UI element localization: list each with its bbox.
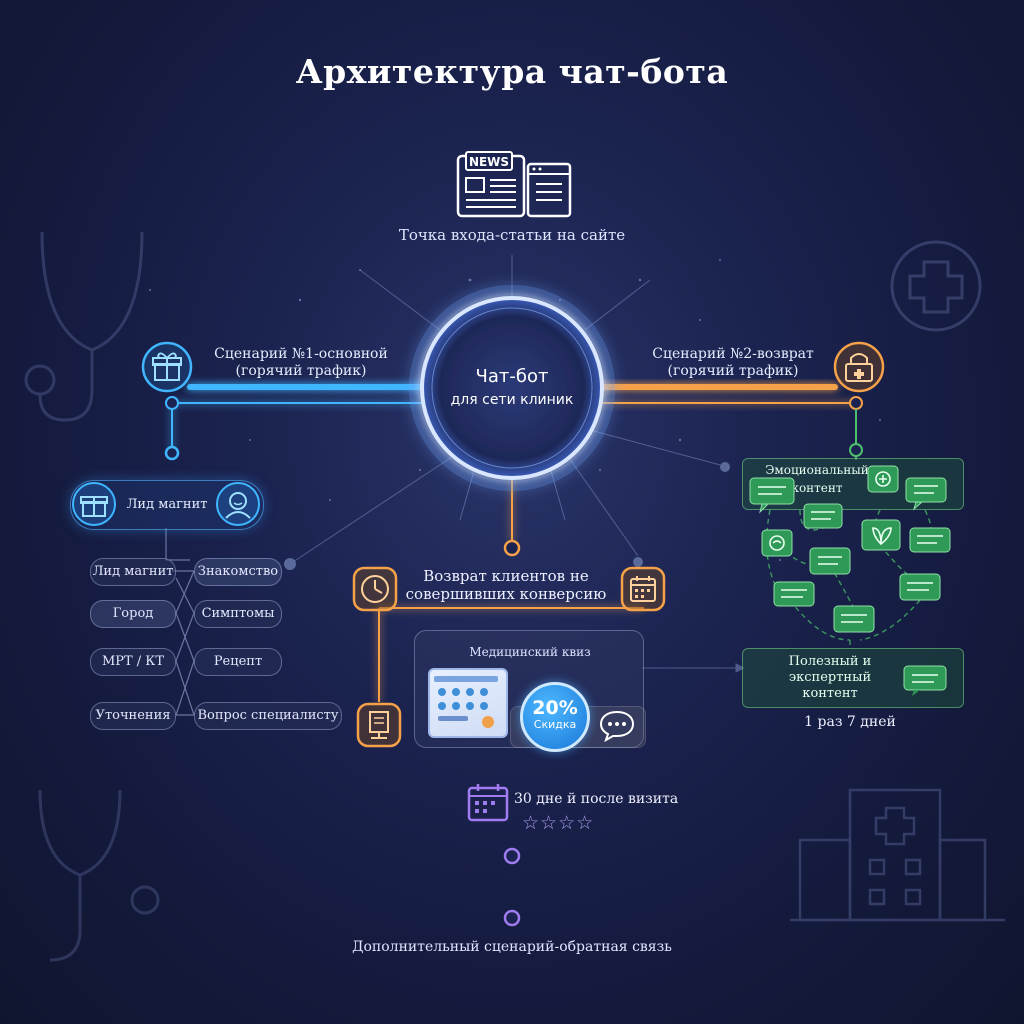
- lead-magnet-label: Лид магнит: [112, 497, 222, 512]
- feedback-calendar-icon: [466, 782, 512, 824]
- stethoscope-icon-top-left: [26, 232, 142, 420]
- frequency-label: 1 раз 7 дней: [780, 714, 920, 730]
- medical-bag-icon: [832, 340, 886, 394]
- scenario2-line2: (горячий трафик): [628, 363, 838, 380]
- message-icon: [750, 478, 794, 512]
- useful-line2: экспертный: [770, 670, 890, 686]
- star-icon: ☆: [576, 812, 594, 834]
- gift-icon: [140, 340, 194, 394]
- node-dot-blue: [166, 397, 178, 409]
- node-dot-blue: [166, 447, 178, 459]
- message-icon: [834, 606, 874, 632]
- node-dot-purple: [505, 849, 519, 863]
- brain-icon: [762, 530, 792, 556]
- scenario2-connector: [595, 387, 856, 403]
- scenario1-connector: [172, 387, 432, 453]
- document-stand-icon: [356, 702, 402, 748]
- discount-label: Скидка: [523, 718, 587, 732]
- leaf-icon: [862, 520, 900, 550]
- content-messages-cluster: [740, 464, 970, 644]
- discount-badge: 20% Скидка: [520, 682, 590, 752]
- flow-item-specialist-question: Вопрос специалисту: [194, 702, 342, 730]
- after-visit-label: 30 дне й после визита: [514, 791, 734, 807]
- message-icon: [910, 528, 950, 552]
- node-dot: [284, 558, 296, 570]
- star-icon: ☆: [558, 812, 576, 834]
- message-icon: [810, 548, 850, 574]
- core-ring: [422, 298, 602, 478]
- medical-cross-icon-top-right: [892, 242, 980, 330]
- star-icon: ☆: [522, 812, 540, 834]
- useful-message-icon: [902, 664, 948, 696]
- flow-item-clarifications: Уточнения: [90, 702, 176, 730]
- core-subtitle: для сети клиник: [422, 392, 602, 408]
- news-icon: NEWS: [456, 150, 574, 222]
- node-dot-purple: [505, 911, 519, 925]
- scenario1-label: Сценарий №1-основной (горячий трафик): [196, 346, 406, 380]
- flow-item-symptoms: Симптомы: [194, 600, 282, 628]
- flow-item-lead-magnet: Лид магнит: [90, 558, 176, 586]
- return-clients-label: Возврат клиентов не совершивших конверси…: [396, 567, 616, 603]
- node-dot-orange: [850, 397, 862, 409]
- node-dot-green: [850, 444, 862, 456]
- discount-value: 20%: [523, 698, 587, 718]
- core-title: Чат-бот: [432, 366, 592, 387]
- quiz-grid-icon: [430, 670, 502, 732]
- scenario2-line1: Сценарий №2-возврат: [628, 346, 838, 363]
- quiz-image: [428, 668, 508, 738]
- scenario1-line1: Сценарий №1-основной: [196, 346, 406, 363]
- entry-point-label: Точка входа-статьи на сайте: [312, 226, 712, 244]
- flow-item-city: Город: [90, 600, 176, 628]
- scenario2-label: Сценарий №2-возврат (горячий трафик): [628, 346, 838, 380]
- clock-icon: [352, 566, 398, 612]
- message-icon: [900, 574, 940, 600]
- star-icon: ☆: [540, 812, 558, 834]
- useful-content-label: Полезный и экспертный контент: [770, 654, 890, 702]
- lead-gift-icon: [70, 480, 118, 528]
- quiz-label: Медицинский квиз: [430, 645, 630, 659]
- useful-line1: Полезный и: [770, 654, 890, 670]
- flow-item-introduction: Знакомство: [194, 558, 282, 586]
- return-line1: Возврат клиентов не: [396, 567, 616, 585]
- scenario1-line2: (горячий трафик): [196, 363, 406, 380]
- calendar-icon: [620, 566, 666, 612]
- extra-scenario-label: Дополнительный сценарий-обратная связь: [312, 939, 712, 955]
- chat-bubble-icon: [598, 708, 636, 742]
- node-dot: [720, 462, 730, 472]
- rating-stars: ☆☆☆☆: [522, 812, 622, 834]
- hospital-building-icon: [790, 790, 1005, 920]
- page-title: Архитектура чат-бота: [0, 52, 1024, 91]
- news-icon-text: NEWS: [469, 155, 509, 169]
- flow-item-mri-ct: МРТ / КТ: [90, 648, 176, 676]
- message-icon: [774, 582, 814, 606]
- flow-item-prescription: Рецепт: [194, 648, 282, 676]
- message-icon: [804, 504, 842, 528]
- return-line2: совершивших конверсию: [396, 585, 616, 603]
- useful-line3: контент: [770, 686, 890, 702]
- node-dot-orange: [505, 541, 519, 555]
- stethoscope-icon-bottom-left: [40, 790, 158, 960]
